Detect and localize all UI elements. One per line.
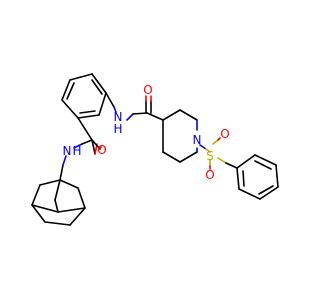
atom-labels: N H O H N O N S O O — [63, 83, 230, 182]
amide-bond-1 — [62, 139, 102, 166]
nh-amide-1-h-label: H — [72, 144, 81, 158]
nh-amide-1-label: N — [63, 144, 72, 158]
n-piperidine-label: N — [193, 133, 202, 147]
sulfonyl-group — [199, 137, 238, 170]
phenyl-ring — [236, 154, 279, 200]
s-sulfonyl-label: S — [206, 149, 214, 163]
o-carbonyl-2-label: O — [143, 83, 152, 97]
molecule-structure: N H O H N O N S O O — [31, 73, 279, 226]
o-sulfonyl-1-label: O — [220, 127, 229, 141]
o-carbonyl-1-label: O — [97, 143, 106, 157]
nh-amide-2-n-label: N — [114, 110, 123, 124]
adamantyl-group — [31, 164, 86, 226]
o-sulfonyl-2-label: O — [205, 168, 214, 182]
amide-bond-2 — [105, 92, 152, 121]
benzamide-ring — [61, 73, 107, 141]
nh-amide-2-label: H — [113, 122, 122, 136]
piperidine-ring — [146, 109, 198, 163]
